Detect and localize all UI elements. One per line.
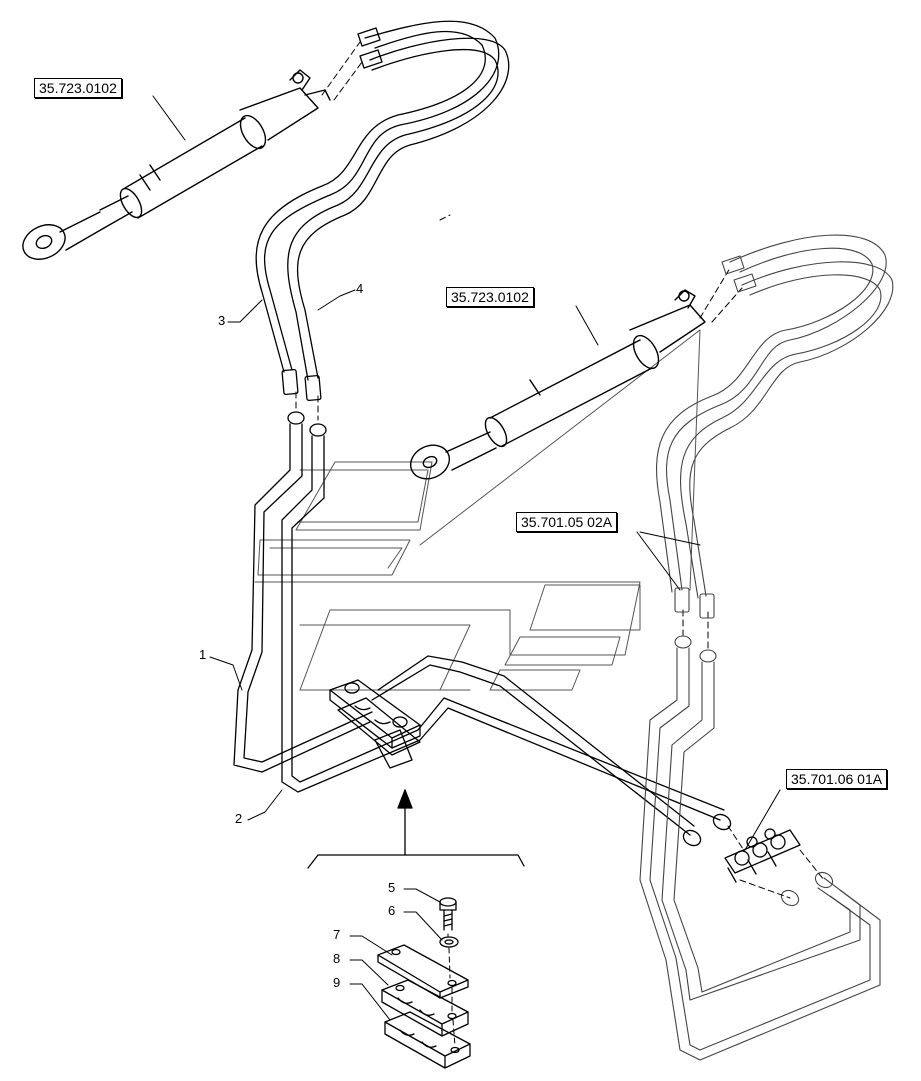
bolt-5 [439,897,457,931]
pipes-right [639,635,881,1061]
reference-box-cylinder-upper: 35.723.0102 [34,78,122,98]
coupler-block [724,828,801,883]
hose-3 [255,20,500,396]
coupler-leader-lines [727,825,825,899]
callout-item-6: 6 [388,903,396,918]
clamp-half-9 [384,1011,471,1069]
port-leader-lines [295,41,743,651]
callout-item-9: 9 [333,975,341,990]
hose-end-fittings-top [357,27,383,69]
callout-item-7: 7 [333,927,341,942]
callout-item-2: 2 [235,811,243,826]
pipe-2 [281,423,732,831]
reference-box-coupler-block: 35.701.06 01A [786,769,888,789]
callout-item-1: 1 [199,647,207,662]
pipe-1 [233,411,373,773]
pipe-cross [371,655,702,847]
watermark-logo [254,329,701,691]
reference-box-cylinder-lower: 35.723.0102 [446,287,534,307]
detail-bracket [307,789,525,869]
hose-4 [287,37,510,402]
washer-6 [439,936,459,948]
detail-dashed-axis [447,933,456,1047]
clamp-plate-7 [377,944,469,999]
pipe-clamp-assembly [329,679,421,769]
callout-item-4: 4 [356,281,364,296]
callout-item-5: 5 [388,880,396,895]
reference-box-hoses-right: 35.701.05 02A [516,512,618,532]
hydraulic-cylinder-lower [409,289,706,480]
hydraulic-cylinder-upper [22,69,331,260]
hoses-right [655,234,894,619]
callout-item-8: 8 [333,951,341,966]
callout-leaders [152,95,781,1021]
clamp-half-8 [381,979,469,1037]
callout-item-3: 3 [218,313,226,328]
